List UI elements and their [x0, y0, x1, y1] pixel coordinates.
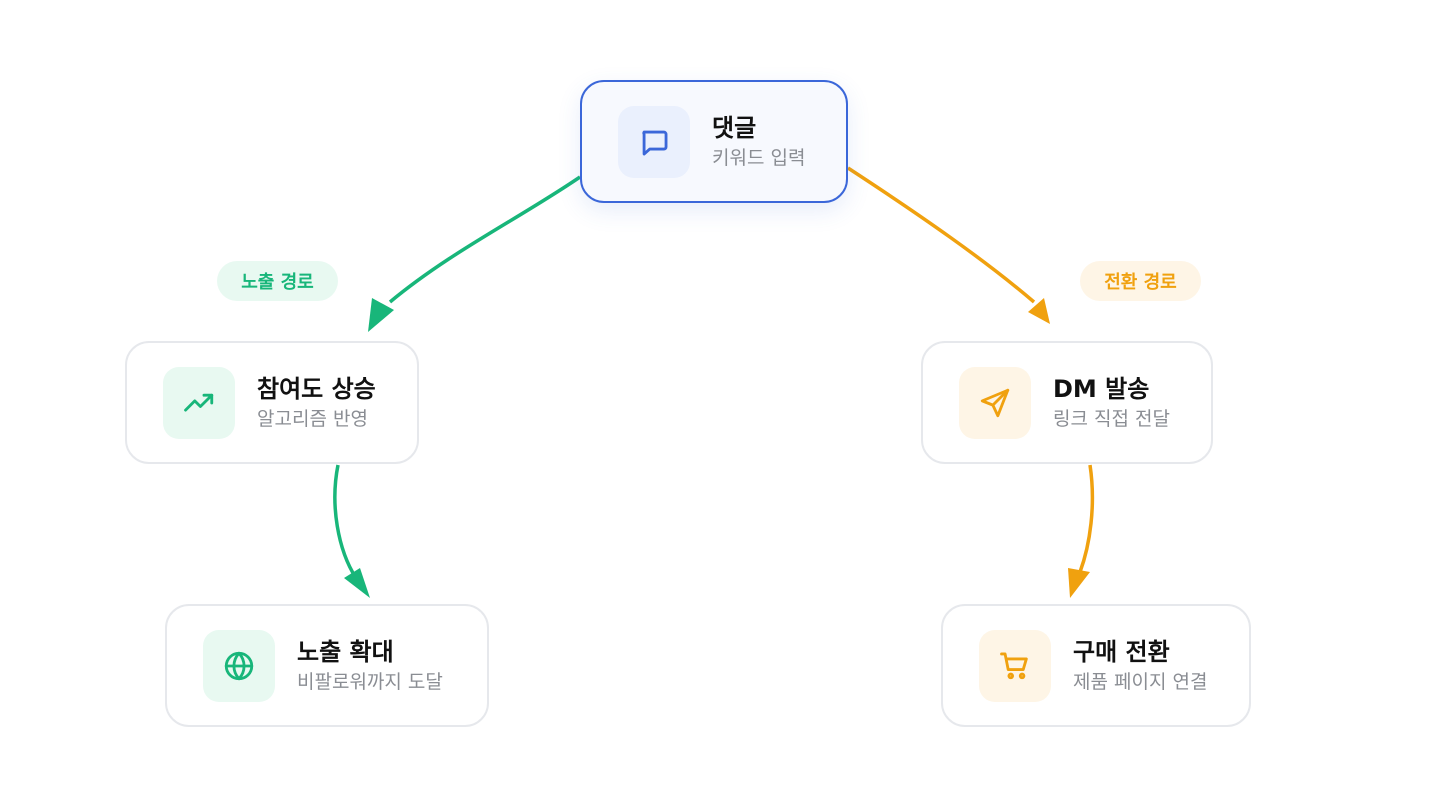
arrowhead-reach [344, 568, 370, 598]
conversion-path-label: 전환 경로 [1080, 261, 1201, 301]
node-purchase: 구매 전환 제품 페이지 연결 [941, 604, 1251, 727]
trending-up-icon [163, 366, 235, 439]
globe-icon [203, 629, 275, 702]
node-engagement-subtitle: 알고리즘 반영 [257, 407, 368, 430]
arrowhead-engagement [368, 298, 394, 332]
node-dm: DM 발송 링크 직접 전달 [921, 341, 1213, 464]
connector-dm-to-purchase [1078, 464, 1095, 573]
node-reach-title: 노출 확대 [297, 637, 394, 666]
arrowhead-purchase [1068, 568, 1090, 598]
connector-comment-to-dm [847, 166, 1036, 304]
node-engagement-title: 참여도 상승 [257, 374, 376, 403]
node-comment-subtitle: 키워드 입력 [712, 146, 806, 169]
node-purchase-subtitle: 제품 페이지 연결 [1073, 670, 1208, 693]
connector-comment-to-engagement [388, 175, 581, 304]
node-comment-title: 댓글 [712, 113, 757, 142]
chat-bubble-icon [618, 105, 690, 178]
connector-engagement-to-reach [333, 464, 358, 579]
node-comment: 댓글 키워드 입력 [580, 80, 848, 203]
node-dm-title: DM 발송 [1053, 374, 1150, 403]
node-dm-subtitle: 링크 직접 전달 [1053, 407, 1170, 430]
arrowhead-dm [1028, 298, 1050, 324]
node-reach-subtitle: 비팔로워까지 도달 [297, 670, 443, 693]
node-purchase-title: 구매 전환 [1073, 637, 1170, 666]
node-reach: 노출 확대 비팔로워까지 도달 [165, 604, 489, 727]
shopping-cart-icon [979, 629, 1051, 702]
send-icon [959, 366, 1031, 439]
node-engagement: 참여도 상승 알고리즘 반영 [125, 341, 419, 464]
exposure-path-label: 노출 경로 [217, 261, 338, 301]
